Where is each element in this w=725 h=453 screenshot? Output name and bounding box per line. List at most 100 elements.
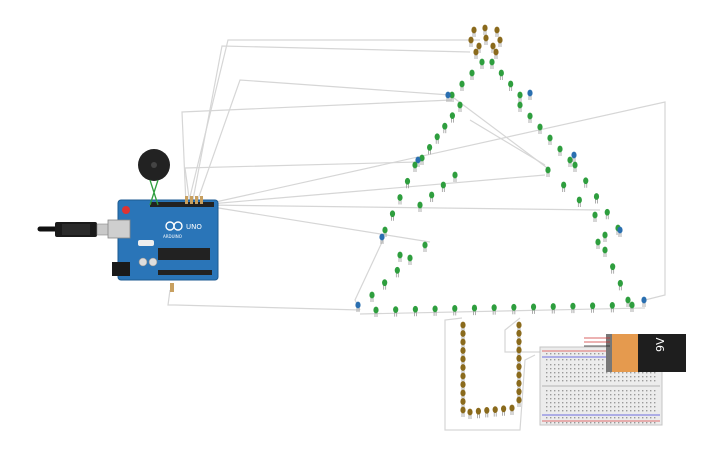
tree-left-inner-led[interactable]: [440, 181, 446, 192]
star-led[interactable]: [483, 34, 489, 45]
wire-left-2[interactable]: [184, 161, 419, 206]
star-led[interactable]: [494, 26, 500, 37]
tree-left-low-led[interactable]: [422, 241, 428, 252]
tree-base-led[interactable]: [609, 301, 615, 313]
tree-right-inner-led[interactable]: [545, 166, 551, 177]
tree-left-2-led[interactable]: [419, 154, 425, 165]
tree-left-inner-led[interactable]: [429, 191, 435, 202]
tree-left-2-led[interactable]: [434, 133, 440, 144]
star-led[interactable]: [482, 24, 488, 35]
wire-bus-base[interactable]: [359, 307, 646, 315]
tree-base-led[interactable]: [511, 303, 517, 315]
tree-right-3-led[interactable]: [604, 208, 610, 220]
tree-left-3-led[interactable]: [389, 210, 396, 221]
star-led[interactable]: [473, 48, 479, 59]
tree-base-led[interactable]: [432, 305, 438, 316]
trunk-bottom-led[interactable]: [484, 407, 490, 418]
wire-mid-1[interactable]: [197, 174, 546, 206]
star-led[interactable]: [468, 36, 474, 47]
wire-trunk-right[interactable]: [504, 317, 540, 353]
tree-blue-led[interactable]: [571, 151, 577, 162]
battery-9v[interactable]: 9V: [584, 334, 686, 372]
trunk-bottom-led[interactable]: [501, 405, 507, 416]
tree-base-led[interactable]: [393, 306, 399, 317]
trunk-bottom-led[interactable]: [509, 404, 515, 415]
tree-blue-led[interactable]: [617, 226, 623, 237]
tree-left-4-led[interactable]: [407, 254, 413, 265]
tree-left-2-led[interactable]: [427, 144, 433, 155]
wire-lower-2[interactable]: [167, 289, 175, 306]
trunk-left-led[interactable]: [460, 406, 466, 417]
tree-right-low-led[interactable]: [602, 231, 608, 242]
tree-right-4-led[interactable]: [610, 263, 616, 274]
tree-base-led[interactable]: [629, 301, 635, 312]
tree-left-3-led[interactable]: [404, 177, 411, 189]
tree-blue-led[interactable]: [641, 296, 647, 307]
arduino-uno-board[interactable]: UNO ARDUINO: [37, 196, 219, 292]
piezo-buzzer[interactable]: [138, 149, 170, 206]
tree-left-top-led[interactable]: [479, 58, 485, 69]
tree-left-4-led[interactable]: [394, 266, 400, 278]
tree-right-3-led[interactable]: [593, 193, 600, 204]
tree-right-2-led[interactable]: [537, 123, 543, 134]
tree-right-inner-led[interactable]: [561, 181, 567, 192]
tree-right-3-led[interactable]: [583, 177, 589, 188]
tree-right-4-led[interactable]: [602, 246, 608, 257]
tree-right-inner-led[interactable]: [576, 196, 582, 207]
trunk-bottom-led[interactable]: [475, 407, 481, 419]
header-resistors[interactable]: [185, 196, 203, 204]
tree-right-2-led[interactable]: [517, 101, 523, 112]
tree-left-3-led[interactable]: [397, 194, 403, 205]
tree-left-low-led[interactable]: [397, 251, 403, 262]
tree-right-2-led[interactable]: [527, 112, 533, 123]
tree-left-top-led[interactable]: [449, 91, 455, 102]
tree-right-2-led[interactable]: [547, 134, 553, 145]
trunk-bottom-led[interactable]: [492, 406, 498, 417]
tree-base-led[interactable]: [550, 303, 556, 314]
tree-right-top-led[interactable]: [498, 69, 504, 80]
star-led[interactable]: [471, 26, 477, 37]
tree-left-inner-led[interactable]: [452, 171, 458, 182]
tree-base-led[interactable]: [530, 303, 537, 314]
wire-right-1[interactable]: [201, 101, 666, 301]
tree-right-inner-led[interactable]: [592, 211, 598, 222]
tree-left-top-led[interactable]: [459, 80, 465, 91]
tree-right-2-led[interactable]: [557, 145, 563, 156]
tree-right-top-led[interactable]: [489, 58, 495, 69]
tree-right-3-led[interactable]: [572, 161, 578, 172]
tree-base-led[interactable]: [373, 306, 379, 317]
tree-base-led[interactable]: [570, 302, 576, 314]
wire-lower-1[interactable]: [174, 304, 361, 311]
tree-base-led[interactable]: [412, 305, 418, 317]
tree-left-2-led[interactable]: [449, 112, 455, 123]
wire-cross-2[interactable]: [469, 119, 546, 166]
tree-right-top-led[interactable]: [517, 91, 523, 102]
tree-base-led[interactable]: [471, 304, 478, 316]
star-led[interactable]: [493, 48, 499, 59]
tree-blue-led[interactable]: [355, 301, 361, 312]
tree-left-2-led[interactable]: [457, 101, 463, 112]
wire-mid-2[interactable]: [199, 204, 431, 243]
tree-left-2-led[interactable]: [442, 122, 448, 134]
wire-down-left[interactable]: [354, 239, 384, 311]
wire-right-2[interactable]: [203, 204, 601, 211]
tree-left-top-led[interactable]: [469, 69, 475, 80]
wire-top-3[interactable]: [195, 79, 451, 206]
usb-cable[interactable]: [37, 222, 112, 237]
tree-right-top-led[interactable]: [508, 80, 514, 91]
bottom-resistor[interactable]: [170, 283, 174, 292]
wire-top-2[interactable]: [191, 45, 471, 206]
star-led[interactable]: [497, 36, 503, 47]
tree-left-inner-led[interactable]: [417, 201, 423, 212]
wire-trunk-loop[interactable]: [444, 317, 536, 431]
tree-left-4-led[interactable]: [369, 291, 375, 302]
tree-right-2-led[interactable]: [567, 156, 573, 167]
tree-base-led[interactable]: [491, 304, 497, 315]
wire-left-1[interactable]: [181, 99, 453, 206]
tree-left-3-led[interactable]: [412, 161, 418, 172]
tree-base-led[interactable]: [590, 302, 596, 313]
tree-right-4-led[interactable]: [617, 279, 623, 291]
tree-blue-led[interactable]: [379, 233, 385, 244]
tree-blue-led[interactable]: [527, 89, 533, 100]
tree-blue-led[interactable]: [445, 91, 451, 102]
